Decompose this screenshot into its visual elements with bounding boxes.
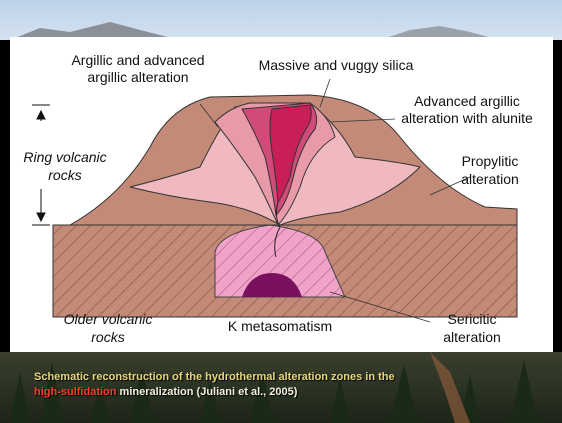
mountain-background [0, 0, 562, 42]
caption-rest: mineralization (Juliani et al., 2005) [116, 386, 297, 398]
label-alunite-line2: alteration with alunite [401, 110, 533, 126]
caption-line2: high-sulfidation mineralization (Juliani… [34, 385, 534, 400]
alteration-diagram: Argillic and advanced argillic alteratio… [10, 37, 553, 352]
label-propylitic-line1: Propylitic [462, 153, 519, 169]
ring-volcanic-bracket [32, 105, 50, 225]
label-ring-line2: rocks [48, 167, 81, 183]
label-k-metasomatism: K metasomatism [228, 318, 332, 334]
label-sericitic-line2: alteration [443, 329, 501, 345]
label-argillic-line2: argillic alteration [87, 69, 188, 85]
diagram-panel: Argillic and advanced argillic alteratio… [10, 37, 553, 352]
label-older-line2: rocks [91, 329, 124, 345]
label-alunite-line1: Advanced argillic [414, 93, 520, 109]
figure-caption: Schematic reconstruction of the hydrothe… [34, 370, 534, 400]
label-propylitic-line2: alteration [461, 171, 519, 187]
label-argillic-line1: Argillic and advanced [71, 52, 204, 68]
label-older-line1: Older volcanic [64, 311, 153, 327]
caption-line1: Schematic reconstruction of the hydrothe… [34, 370, 534, 385]
label-ring-line1: Ring volcanic [23, 149, 106, 165]
label-silica: Massive and vuggy silica [259, 57, 414, 73]
caption-highlight: high-sulfidation [34, 386, 116, 398]
label-sericitic-line1: Sericitic [447, 311, 496, 327]
